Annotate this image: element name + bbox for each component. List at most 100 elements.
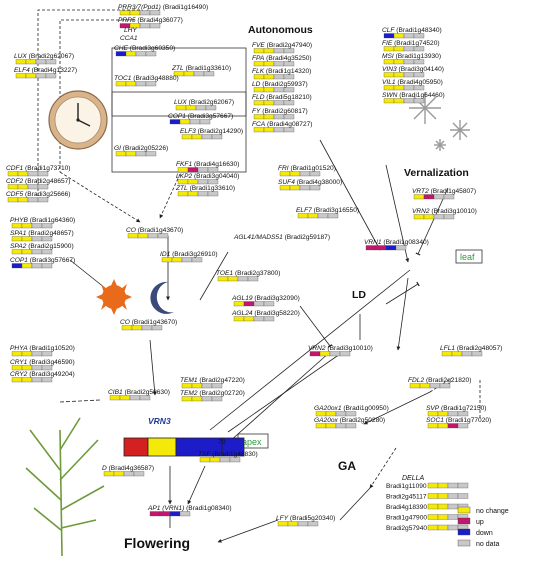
expression-cell	[125, 51, 137, 57]
expression-cell	[11, 249, 23, 255]
gene-id: (Bradi3g26910)	[170, 251, 217, 258]
gene-name: CLF	[382, 27, 395, 34]
expression-cell	[247, 276, 259, 282]
gene-name: SPA1	[10, 230, 27, 237]
expression-cell	[149, 23, 161, 29]
expression-cell	[31, 236, 43, 242]
gene-entry: FCA (Bradi4g08727)	[252, 121, 312, 133]
della-gene-label: Bradi4g18390	[386, 504, 427, 511]
gene-label: AGL19 (Bradi3g32090)	[231, 295, 300, 302]
gene-name: GA20ox	[314, 417, 339, 424]
gene-name: D	[102, 465, 107, 472]
gene-id: (Bradi5g18210)	[264, 94, 311, 101]
gene-id: (Bradi1g48830)	[210, 451, 257, 458]
expression-cell	[41, 223, 53, 229]
expression-cell	[283, 48, 295, 54]
expression-cell	[427, 514, 439, 520]
expression-cell	[185, 105, 197, 111]
gene-id: (Bradi2g62067)	[27, 53, 74, 60]
gene-entry: AGL19 (Bradi3g32090)	[231, 295, 300, 307]
expression-cell	[41, 249, 53, 255]
gene-id: (Bradi3g57667)	[186, 113, 233, 120]
gene-label: FIE (Bradi1g74520)	[382, 40, 440, 47]
expression-cell	[233, 316, 245, 322]
expression-cell	[457, 411, 469, 417]
gene-id: (Bradi3g57667)	[28, 257, 75, 264]
gene-id: (Bradi4g08727)	[265, 121, 312, 128]
gene-entry: LFY (Bradi5g20340)	[276, 515, 335, 527]
vrn3-expression-bar	[123, 437, 245, 457]
expression-cell	[287, 521, 299, 527]
expression-cell	[161, 257, 173, 263]
gene-name: FLD	[252, 94, 265, 101]
expression-cell	[283, 127, 295, 133]
gene-label: CIB1 (Bradi2g58630)	[108, 389, 170, 396]
expression-cell	[197, 191, 209, 197]
gene-label: VRN2 (Bradi3g10010)	[308, 345, 373, 352]
gene-entry: SUF4 (Bradi4g38000)	[278, 179, 342, 191]
expression-cell	[319, 351, 331, 357]
gene-label: ELF7 (Bradi3g16550)	[296, 207, 359, 214]
expression-cell	[263, 61, 275, 67]
gene-id: (Bradi1g64360)	[28, 217, 75, 224]
gene-label: CDF5 (Bradi3g25666)	[6, 191, 71, 198]
gene-entry: FKF1 (Bradi4g16630)	[176, 161, 239, 173]
gene-name: FRI	[278, 165, 289, 172]
expression-cell	[201, 383, 213, 389]
gene-entry: GA20ox1 (Bradi1g00950)	[314, 405, 389, 417]
gene-name: TOC1	[114, 75, 132, 82]
expression-cell	[145, 51, 157, 57]
gene-name: AGL24	[231, 310, 253, 317]
gene-label: LHY	[124, 27, 137, 34]
gene-label: SUF4 (Bradi4g38000)	[278, 179, 342, 186]
expression-cell	[325, 423, 337, 429]
expression-cell	[383, 98, 395, 104]
gene-id: (Bradi1g14320)	[264, 68, 311, 75]
expression-cell	[131, 325, 143, 331]
expression-cell	[383, 85, 395, 91]
expression-cell	[457, 482, 469, 489]
apex-label: apex	[242, 437, 262, 447]
gene-name: CHE	[114, 45, 129, 52]
gene-name: LD	[252, 81, 261, 88]
expression-cell	[41, 263, 53, 269]
expression-cell	[209, 457, 221, 463]
gene-name: LFY	[276, 515, 289, 522]
gene-label: FLD (Bradi5g18210)	[252, 94, 312, 101]
gene-entry: AGL24 (Bradi3g58220)	[231, 310, 300, 322]
expression-cell	[191, 257, 203, 263]
gene-entry: FLK (Bradi1g14320)	[252, 68, 311, 80]
vrn3-number: 70	[218, 439, 226, 446]
expression-cell	[457, 493, 469, 499]
gene-entry: COP1 (Bradi3g57667)	[10, 257, 75, 269]
expression-cell	[103, 471, 115, 477]
gene-label: LUX (Bradi2g62067)	[14, 53, 74, 60]
expression-cell	[413, 33, 425, 39]
expression-cell	[41, 365, 53, 371]
expression-cell	[179, 119, 191, 125]
expression-cell	[151, 325, 163, 331]
gene-name: TSF	[198, 451, 211, 458]
expression-cell	[383, 33, 395, 39]
gene-entry: TEM2 (Bradi2g02720)	[180, 390, 245, 402]
gene-name: VRT2	[412, 188, 429, 195]
header-vernalization: Vernalization	[404, 167, 469, 179]
legend-label: up	[476, 519, 484, 526]
gene-label: PRR5 (Bradi4g36077)	[118, 17, 183, 24]
gene-entry: LKP2 (Bradi3g04040)	[176, 173, 239, 185]
expression-cell	[21, 263, 33, 269]
della-label: DELLA	[402, 475, 425, 482]
gene-entry: CO (Bradi1g43670)	[126, 227, 183, 239]
gene-label: TSF (Bradi1g48830)	[198, 451, 258, 458]
expression-cell	[211, 396, 223, 402]
gene-entry: COP1 (Bradi3g57667)	[168, 113, 233, 125]
expression-cell	[427, 503, 439, 510]
expression-cell	[289, 171, 301, 177]
gene-id: (Bradi2g15900)	[26, 243, 73, 250]
expression-cell	[315, 423, 327, 429]
expression-cell	[181, 257, 193, 263]
expression-cell	[437, 503, 449, 510]
expression-cell	[17, 184, 29, 190]
gene-entry: SPA2 (Bradi2g15900)	[10, 243, 74, 255]
expression-cell	[423, 194, 435, 200]
